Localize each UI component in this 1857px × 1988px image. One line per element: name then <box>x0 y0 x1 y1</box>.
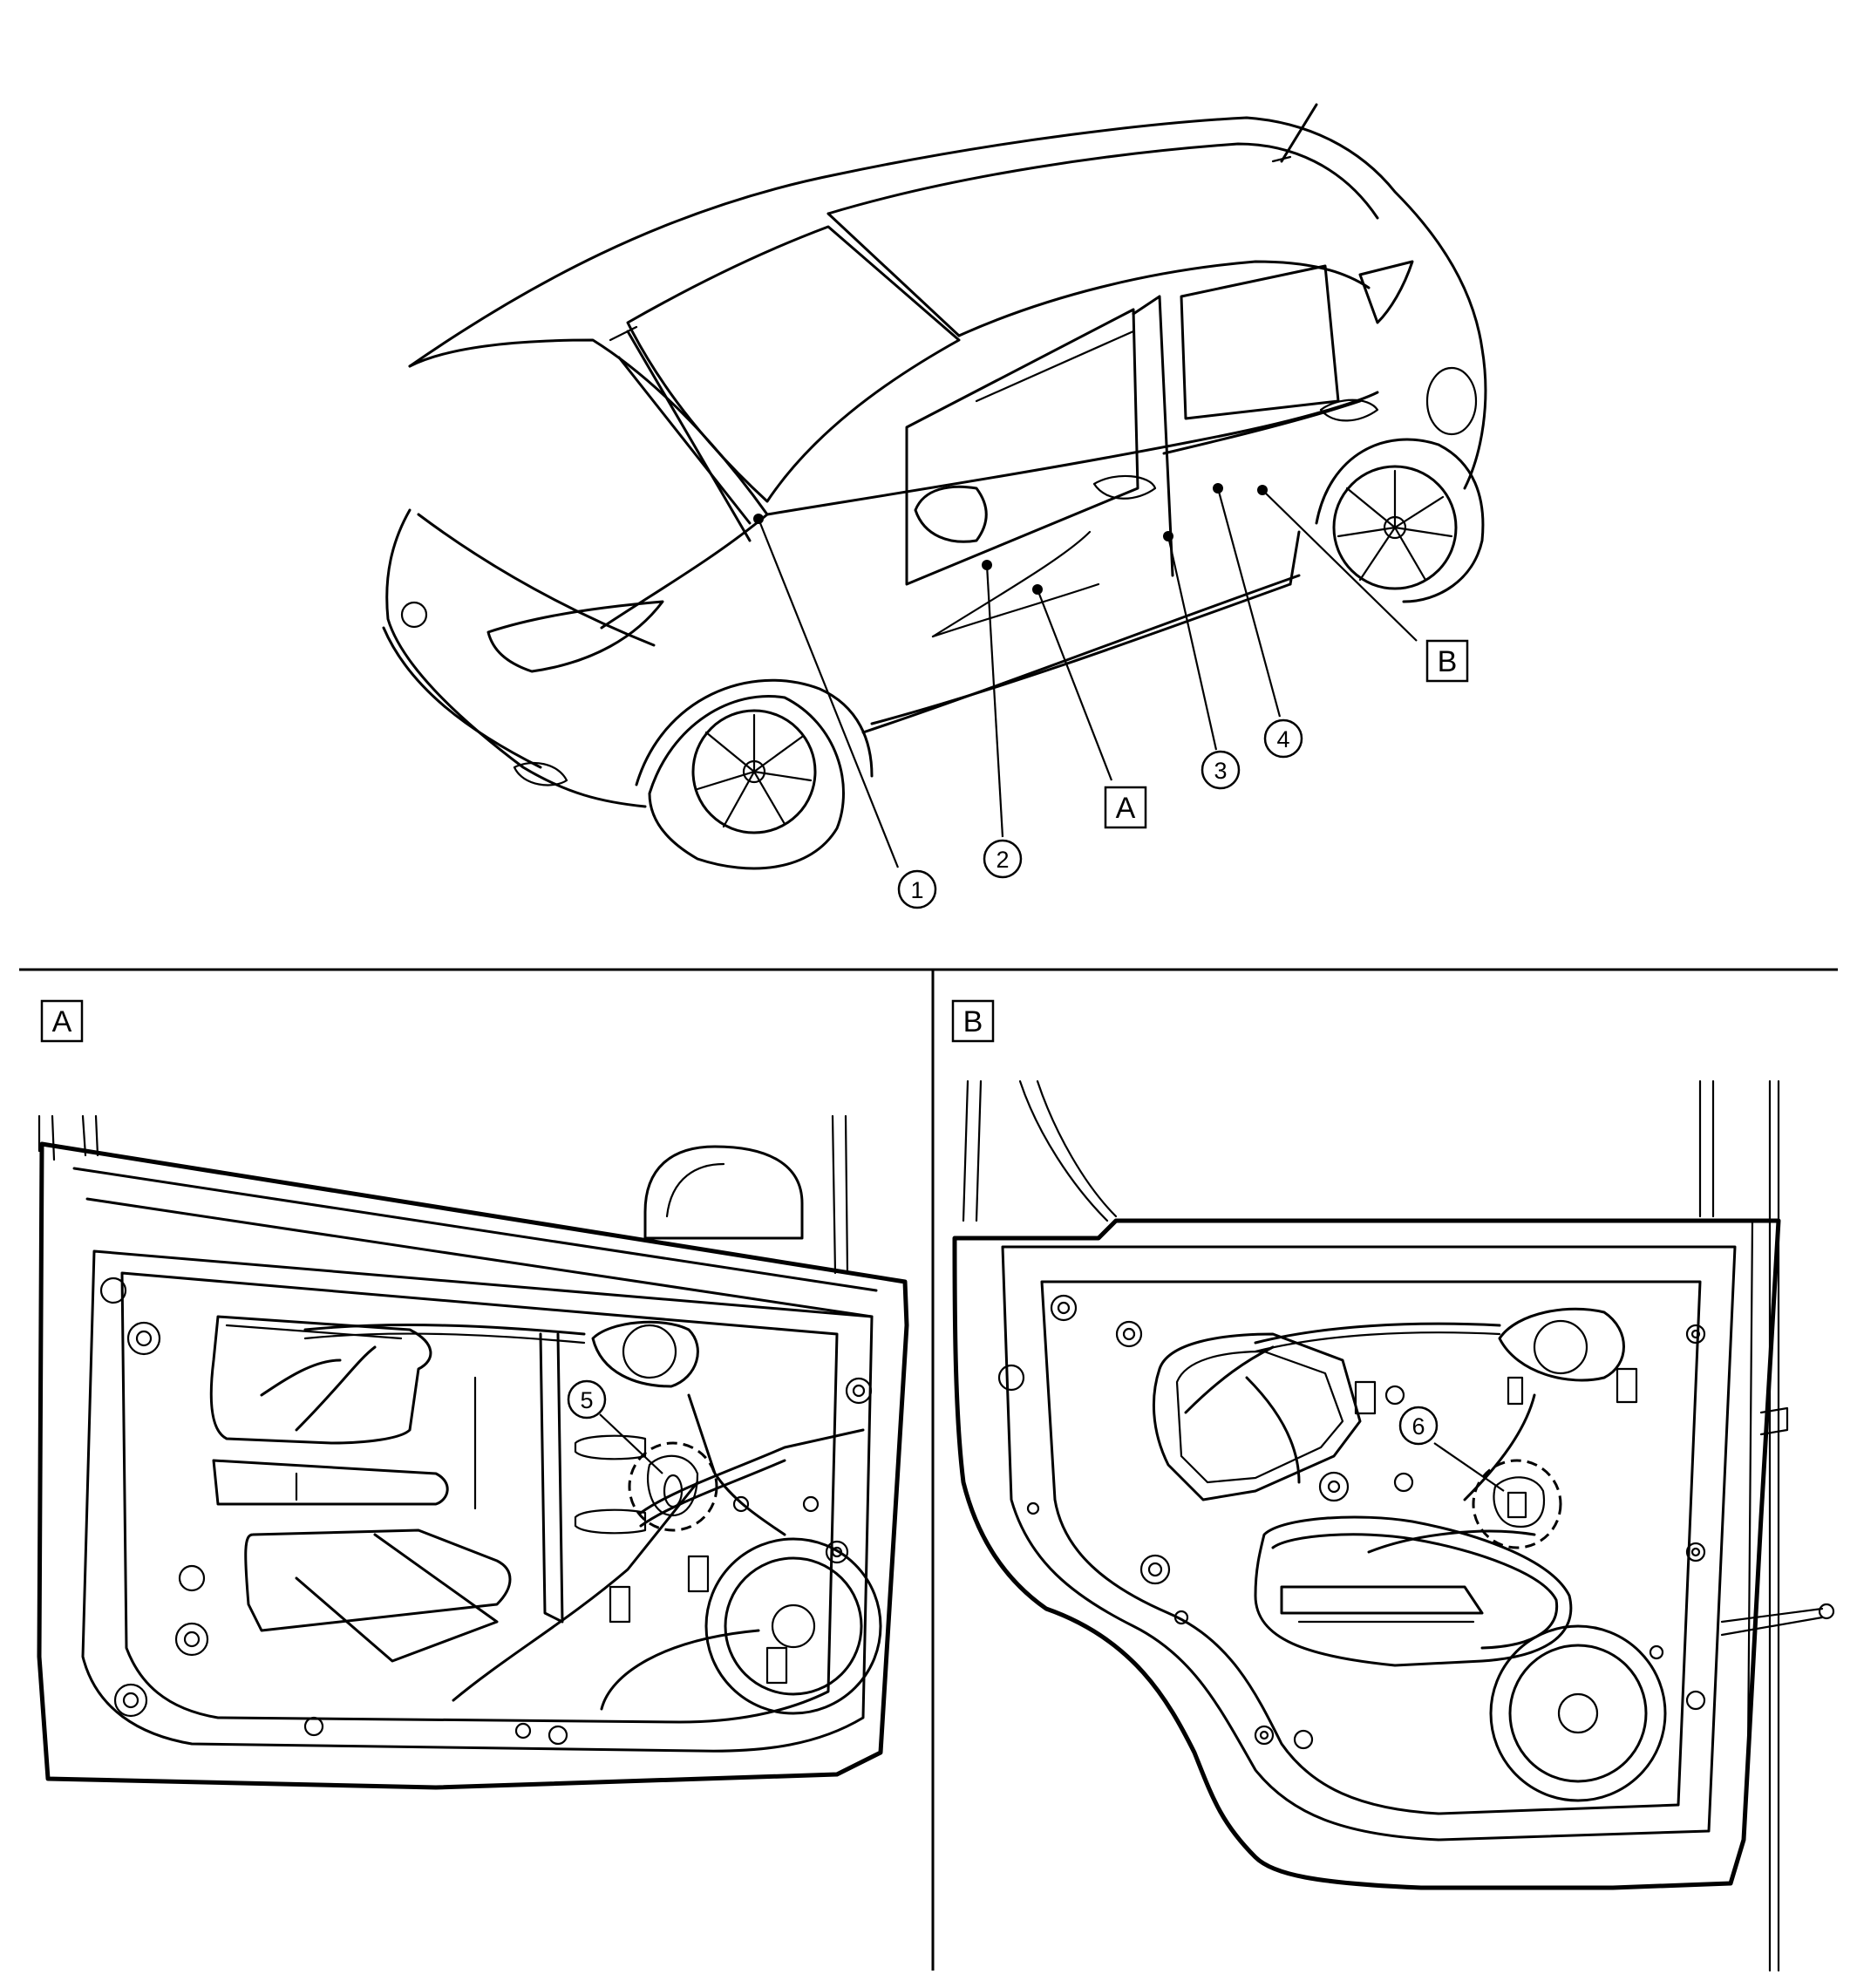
callout-6-label: 6 <box>1411 1413 1425 1440</box>
point-a-dot <box>1032 584 1043 595</box>
callout-3: 3 <box>1201 750 1241 790</box>
callout-1-label: 1 <box>910 877 923 903</box>
vehicle-overview <box>382 103 1487 870</box>
callout-5-label: 5 <box>580 1387 593 1413</box>
view-b-box: B <box>1425 639 1469 683</box>
callout-6: 6 <box>1398 1406 1439 1446</box>
lock-actuator-highlight <box>628 1441 718 1532</box>
callout-3-label: 3 <box>1214 758 1227 784</box>
callout-4-label: 4 <box>1276 726 1289 752</box>
view-b-label: B <box>1438 645 1458 678</box>
rear-lock-actuator-highlight <box>1472 1459 1562 1549</box>
point-3-dot <box>1163 531 1173 541</box>
panel-b-label: B <box>963 1005 983 1038</box>
view-a-box: A <box>1104 786 1147 829</box>
rear-door-inner-panel <box>952 1079 1835 1972</box>
point-2-dot <box>982 560 992 570</box>
point-b-dot <box>1257 485 1268 495</box>
callout-5: 5 <box>567 1379 607 1420</box>
overview-leaders <box>753 483 1418 868</box>
point-1-dot <box>753 514 764 524</box>
callout-2-label: 2 <box>996 847 1009 873</box>
view-a-label: A <box>1116 792 1136 825</box>
callout-2: 2 <box>983 839 1023 879</box>
panel-b-label-box: B <box>951 999 995 1043</box>
point-4-dot <box>1213 483 1223 494</box>
front-door-inner-panel <box>37 1114 909 1790</box>
callout-1: 1 <box>897 869 937 909</box>
callout-4: 4 <box>1263 718 1303 759</box>
panel-a-label: A <box>52 1005 72 1038</box>
panel-a-label-box: A <box>40 999 84 1043</box>
